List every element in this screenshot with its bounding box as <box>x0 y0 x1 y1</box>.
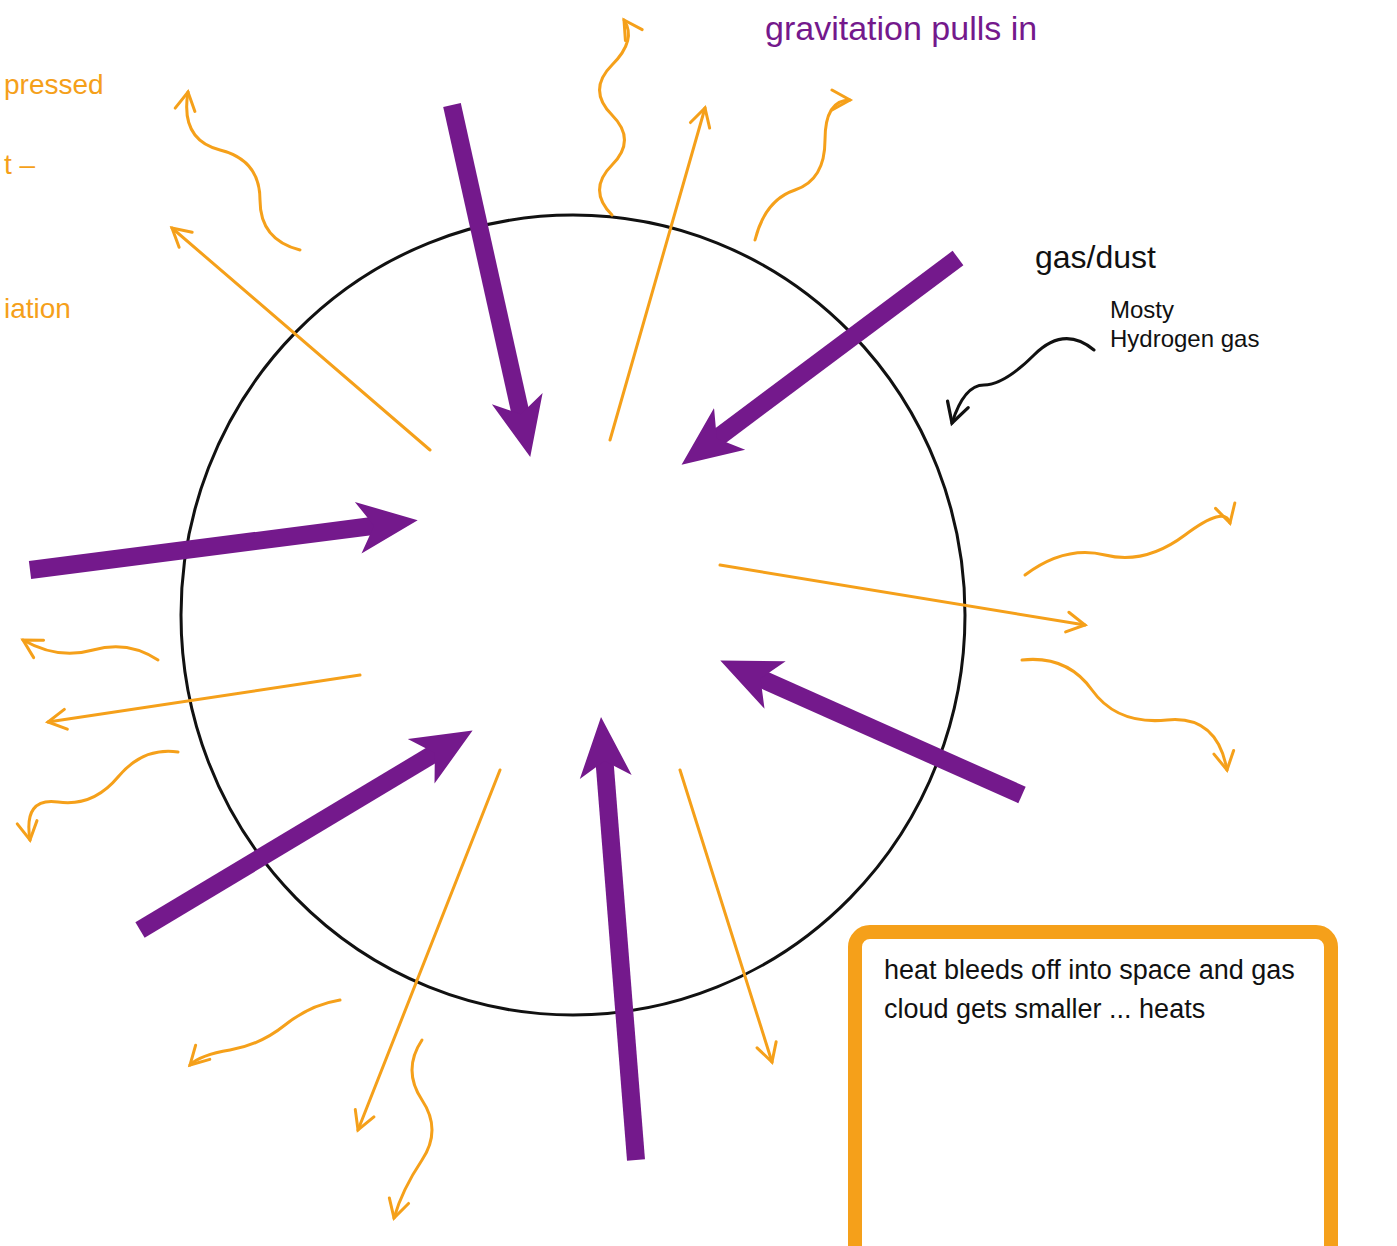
gravity-arrow <box>452 105 522 420</box>
annotation-label: gas/dust <box>1035 238 1156 276</box>
leader-line <box>952 339 1094 423</box>
radiation-wave <box>394 1040 432 1218</box>
annotation-label: iation <box>4 292 71 326</box>
radiation-ray <box>358 770 500 1130</box>
note-text: heat bleeds off into space and gas cloud… <box>884 951 1302 1029</box>
gravity-arrow <box>755 676 1022 795</box>
gravity-arrow <box>604 755 636 1160</box>
radiation-wave <box>23 640 158 660</box>
radiation-wave <box>190 1000 340 1065</box>
radiation-ray <box>172 228 430 450</box>
gravity-arrow <box>30 525 380 570</box>
note-box: heat bleeds off into space and gas cloud… <box>848 925 1338 1246</box>
annotation-label: gravitation pulls in <box>765 8 1037 49</box>
radiation-ray <box>610 108 705 440</box>
annotation-label: Mosty Hydrogen gas <box>1110 296 1275 354</box>
gravity-arrow <box>712 258 958 442</box>
radiation-ray <box>680 770 772 1062</box>
annotation-label: pressed <box>4 68 104 102</box>
radiation-wave <box>600 20 629 215</box>
radiation-wave <box>1022 659 1227 770</box>
gravity-arrow <box>140 750 440 930</box>
radiation-wave <box>29 751 178 840</box>
radiation-ray <box>720 565 1085 625</box>
radiation-wave <box>187 92 300 250</box>
radiation-wave <box>1025 516 1230 575</box>
radiation-ray <box>48 675 360 722</box>
annotation-label: t – <box>4 148 35 182</box>
radiation-wave <box>755 100 850 240</box>
